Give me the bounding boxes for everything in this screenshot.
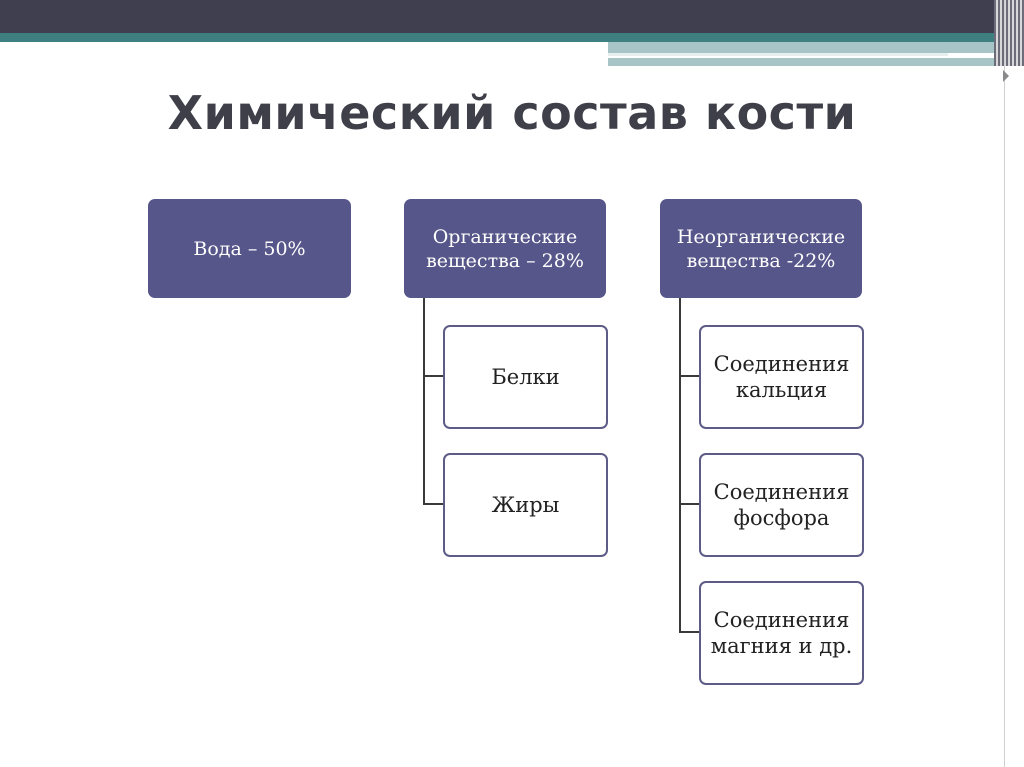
node-magnesium: Соединения магния и др. — [699, 581, 864, 685]
connector-organic-proteins — [423, 375, 444, 377]
node-calcium: Соединения кальция — [699, 325, 864, 429]
node-organic: Органические вещества – 28% — [404, 199, 606, 298]
node-water: Вода – 50% — [148, 199, 351, 298]
edge-line — [1004, 0, 1005, 767]
edge-stripes — [994, 0, 1024, 66]
connector-inorganic-magnesium — [679, 631, 700, 633]
node-inorganic: Неорганические вещества -22% — [660, 199, 862, 298]
node-phosphorus: Соединения фосфора — [699, 453, 864, 557]
play-triangle-icon[interactable] — [1003, 70, 1009, 82]
connector-organic-trunk — [423, 298, 425, 504]
connector-inorganic-calcium — [679, 375, 700, 377]
header-band-dark — [0, 0, 1024, 33]
node-proteins: Белки — [443, 325, 608, 429]
connector-inorganic-trunk — [679, 298, 681, 632]
connector-organic-fats — [423, 503, 444, 505]
header-band-teal — [0, 33, 1024, 42]
header-band-light — [608, 42, 998, 53]
connector-inorganic-phosphorus — [679, 503, 700, 505]
node-fats: Жиры — [443, 453, 608, 557]
page-title: Химический состав кости — [167, 86, 857, 140]
header-band-light-lower — [608, 58, 998, 66]
header-band-line — [608, 53, 948, 56]
